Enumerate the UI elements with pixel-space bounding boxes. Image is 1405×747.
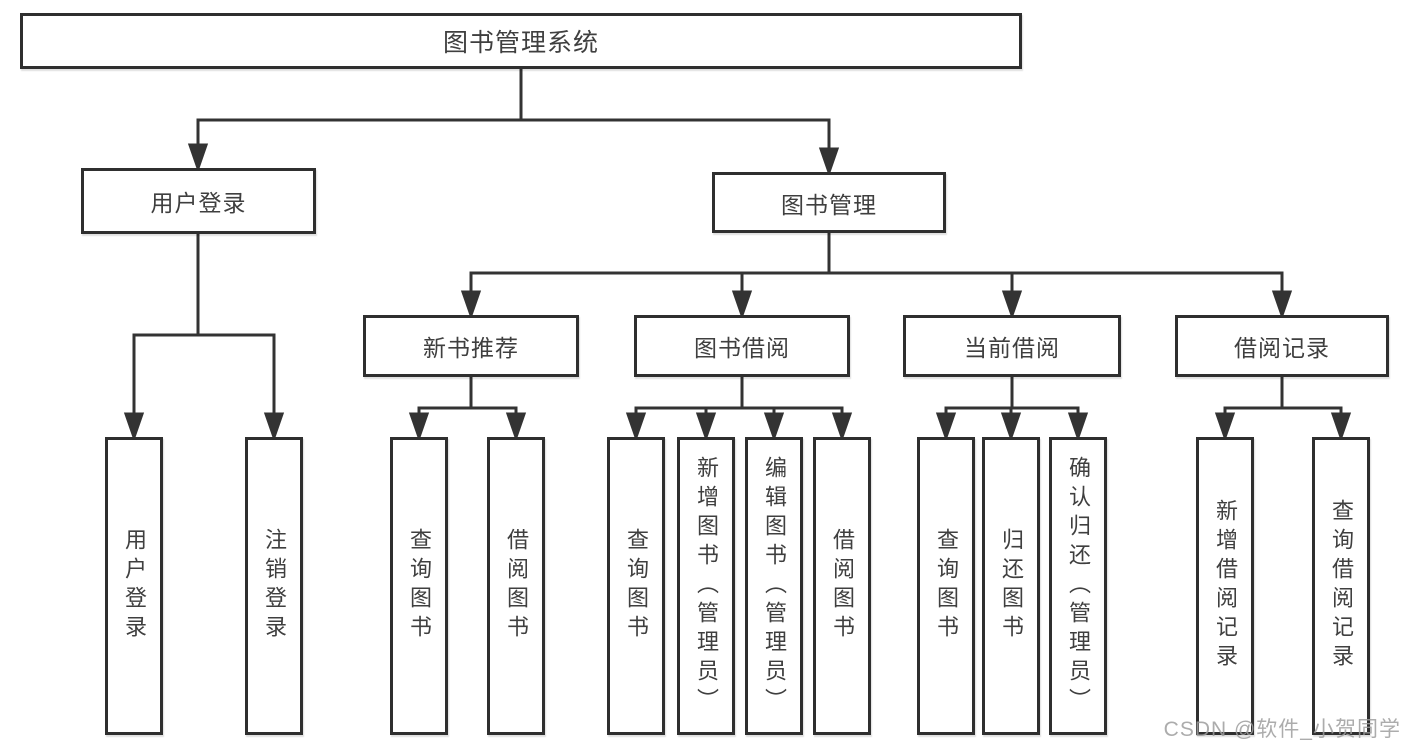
connector-current-borrow-branch [935, 375, 1089, 442]
node-borrow-records-label: 借阅记录 [1234, 335, 1330, 361]
leaf-current-return-books: 归还图书 [982, 437, 1040, 735]
node-borrow-records: 借阅记录 [1175, 315, 1389, 377]
connector-book-management-branch [460, 231, 1293, 320]
leaf-record-add-record-label: 新增借阅记录 [1213, 499, 1238, 673]
leaf-borrow-borrow-books: 借阅图书 [813, 437, 871, 735]
node-user-login: 用户登录 [81, 168, 316, 234]
connector-borrow-record-branch [1214, 375, 1352, 442]
leaf-recommend-borrow-books: 借阅图书 [487, 437, 545, 735]
leaf-record-query-record: 查询借阅记录 [1312, 437, 1370, 735]
connector-user-login-branch [123, 232, 285, 442]
node-user-login-label: 用户登录 [150, 190, 247, 216]
leaf-logout: 注销登录 [245, 437, 303, 735]
leaf-borrow-add-books-admin-label: 新增图书（管理员） [694, 455, 719, 717]
leaf-record-query-record-label: 查询借阅记录 [1329, 499, 1354, 673]
leaf-current-confirm-return-admin-label: 确认归还（管理员） [1066, 455, 1091, 717]
node-root: 图书管理系统 [20, 13, 1022, 69]
node-book-borrow: 图书借阅 [634, 315, 850, 377]
leaf-current-confirm-return-admin: 确认归还（管理员） [1049, 437, 1107, 735]
leaf-current-query-books: 查询图书 [917, 437, 975, 735]
node-book-management: 图书管理 [712, 172, 946, 233]
leaf-current-return-books-label: 归还图书 [999, 528, 1024, 644]
leaf-record-add-record: 新增借阅记录 [1196, 437, 1254, 735]
node-new-book-recommend-label: 新书推荐 [423, 335, 519, 361]
leaf-borrow-edit-books-admin: 编辑图书（管理员） [745, 437, 803, 735]
connector-book-borrow-branch [625, 375, 853, 442]
leaf-recommend-borrow-books-label: 借阅图书 [504, 528, 529, 644]
leaf-user-login-label: 用户登录 [122, 528, 147, 644]
node-book-management-label: 图书管理 [781, 191, 877, 218]
leaf-user-login: 用户登录 [105, 437, 163, 735]
leaf-recommend-query-books: 查询图书 [390, 437, 448, 735]
leaf-logout-label: 注销登录 [262, 528, 287, 644]
leaf-recommend-query-books-label: 查询图书 [407, 528, 432, 644]
node-new-book-recommend: 新书推荐 [363, 315, 579, 377]
csdn-watermark: CSDN @软件_小贺同学 [1163, 718, 1401, 741]
node-root-label: 图书管理系统 [442, 29, 599, 57]
leaf-borrow-query-books-label: 查询图书 [624, 528, 649, 644]
leaf-borrow-edit-books-admin-label: 编辑图书（管理员） [762, 455, 787, 717]
connector-new-book-branch [408, 375, 527, 442]
leaf-borrow-borrow-books-label: 借阅图书 [830, 528, 855, 644]
node-current-borrow: 当前借阅 [903, 315, 1121, 377]
leaf-borrow-add-books-admin: 新增图书（管理员） [677, 437, 735, 735]
leaf-borrow-query-books: 查询图书 [607, 437, 665, 735]
node-book-borrow-label: 图书借阅 [694, 335, 790, 361]
leaf-current-query-books-label: 查询图书 [934, 528, 959, 644]
connector-root-to-level2 [187, 67, 840, 177]
node-current-borrow-label: 当前借阅 [964, 335, 1060, 361]
